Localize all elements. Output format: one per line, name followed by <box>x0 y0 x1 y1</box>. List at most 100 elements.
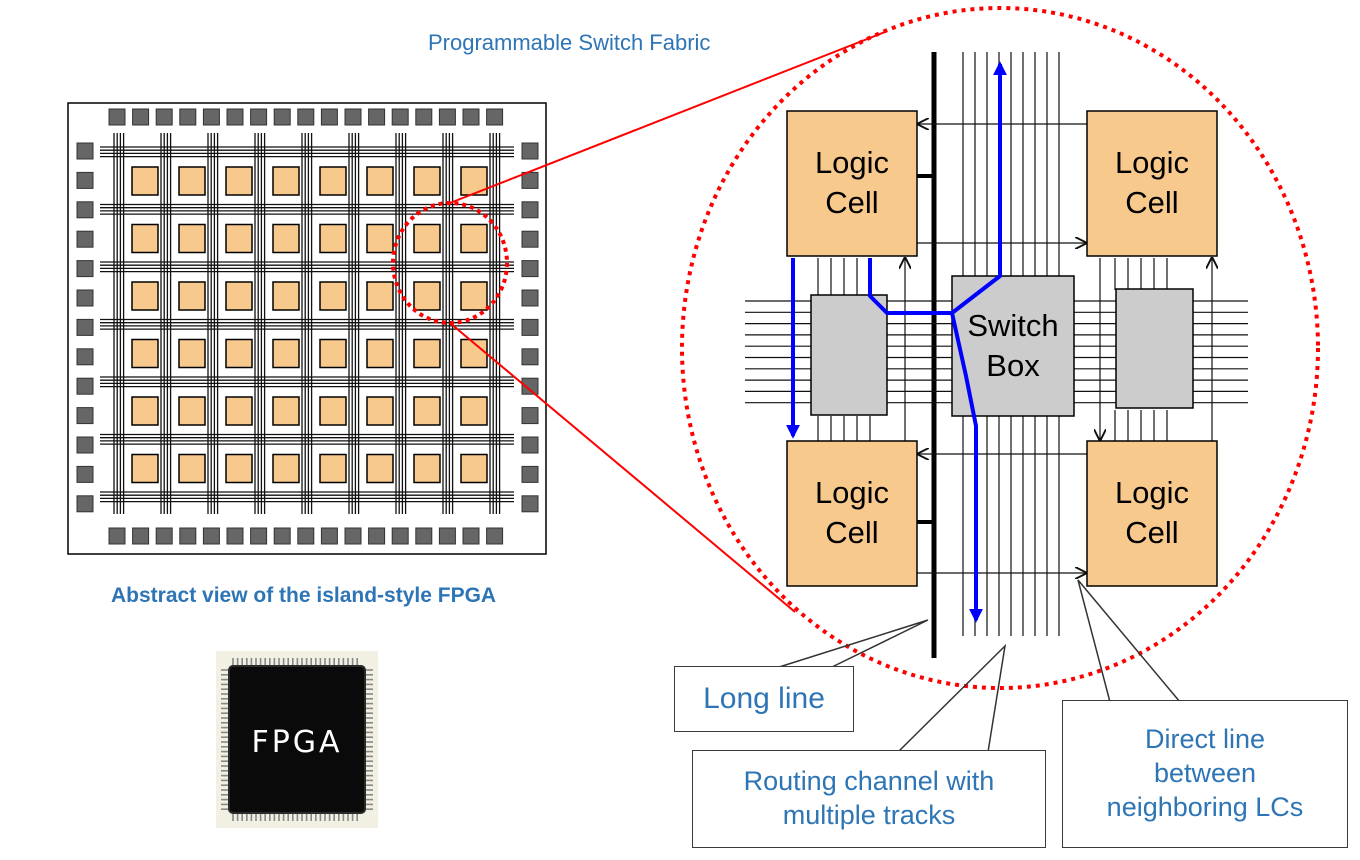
io-pad-right <box>521 407 539 425</box>
logic-cell <box>460 223 488 254</box>
io-pad-bottom <box>179 527 197 545</box>
io-pad-bottom <box>415 527 433 545</box>
switch-box-label: Box <box>986 348 1040 383</box>
logic-cell-label: Logic <box>1115 145 1189 180</box>
logic-cell <box>460 453 488 484</box>
io-pad-right <box>521 348 539 366</box>
io-pad-top <box>273 108 291 126</box>
io-pad-top <box>462 108 480 126</box>
io-pad-left <box>76 230 94 248</box>
logic-cell <box>319 396 347 426</box>
io-pad-bottom <box>297 527 315 545</box>
logic-cell <box>272 453 300 484</box>
io-pad-left <box>76 260 94 278</box>
logic-cell <box>178 166 206 196</box>
logic-cell <box>178 281 206 311</box>
io-pad-bottom <box>368 527 386 545</box>
logic-cell <box>413 223 441 254</box>
callout-long-line: Long line <box>674 666 854 732</box>
switch-fabric-detail: LogicCellLogicCellLogicCellLogicCellSwit… <box>680 6 1320 690</box>
logic-cell <box>319 453 347 484</box>
io-pad-left <box>76 318 94 336</box>
logic-cell <box>413 396 441 426</box>
logic-cell <box>272 338 300 369</box>
logic-cell <box>319 223 347 254</box>
io-pad-top <box>320 108 338 126</box>
callout-routing-channel: Routing channel with multiple tracks <box>692 750 1046 848</box>
io-pad-top <box>226 108 244 126</box>
connection-box-right <box>1115 288 1194 409</box>
horizontal-routing-channels <box>100 146 514 503</box>
logic-cell-box <box>786 110 918 257</box>
io-pad-bottom <box>250 527 268 545</box>
io-pad-top <box>391 108 409 126</box>
logic-cell <box>131 396 159 426</box>
callout-direct-line: Direct line between neighboring LCs <box>1062 700 1348 848</box>
logic-cell <box>131 166 159 196</box>
io-pad-left <box>76 465 94 483</box>
io-pad-left <box>76 348 94 366</box>
logic-cell-box <box>1086 110 1218 257</box>
io-pad-top <box>155 108 173 126</box>
logic-cell <box>319 338 347 369</box>
logic-cell-label: Cell <box>825 185 878 220</box>
io-pad-top <box>132 108 150 126</box>
io-pad-bottom <box>155 527 173 545</box>
callout-pointers <box>775 579 1181 753</box>
logic-cell <box>413 453 441 484</box>
callout-pointer <box>897 643 1007 753</box>
logic-cell <box>366 453 394 484</box>
zoom-line-bottom <box>449 322 796 613</box>
logic-cell <box>131 338 159 369</box>
io-pad-left <box>76 171 94 189</box>
logic-cell <box>178 338 206 369</box>
io-pad-top <box>202 108 220 126</box>
io-pad-top <box>486 108 504 126</box>
logic-cell-label: Cell <box>825 515 878 550</box>
logic-cell <box>178 223 206 254</box>
connection-stubs <box>817 258 1168 442</box>
io-pad-top <box>108 108 126 126</box>
io-pad-left <box>76 201 94 219</box>
switch-box-label: Switch <box>967 308 1058 343</box>
logic-cell-label: Logic <box>815 145 889 180</box>
chip-body <box>228 665 366 814</box>
logic-cell <box>366 396 394 426</box>
logic-cell-label: Cell <box>1125 185 1178 220</box>
detail-zoom-circle <box>680 6 1320 690</box>
io-pad-left <box>76 142 94 160</box>
logic-cell-box <box>786 440 918 587</box>
fpga-chip-image: FPGA <box>216 651 378 828</box>
callout-routing-channel-text: Routing channel with multiple tracks <box>743 766 995 830</box>
zoom-connector-lines <box>449 31 886 613</box>
logic-cell <box>272 396 300 426</box>
io-pads <box>76 108 539 545</box>
io-pad-bottom <box>273 527 291 545</box>
io-pad-bottom <box>132 527 150 545</box>
logic-cell <box>225 281 253 311</box>
logic-cell <box>366 166 394 196</box>
io-pad-right <box>521 289 539 307</box>
logic-cell <box>131 281 159 311</box>
io-pad-top <box>297 108 315 126</box>
callout-direct-line-text: Direct line between neighboring LCs <box>1106 724 1304 822</box>
callout-long-line-text: Long line <box>703 682 825 716</box>
io-pad-top <box>368 108 386 126</box>
io-pad-bottom <box>344 527 362 545</box>
logic-cell <box>225 223 253 254</box>
io-pad-top <box>179 108 197 126</box>
io-pad-right <box>521 495 539 513</box>
io-pad-right <box>521 260 539 278</box>
fpga-caption: Abstract view of the island-style FPGA <box>111 584 497 607</box>
io-pad-right <box>521 201 539 219</box>
zoom-line-top <box>449 31 886 204</box>
logic-cell <box>413 166 441 196</box>
io-pad-bottom <box>486 527 504 545</box>
logic-cell <box>131 453 159 484</box>
logic-cell <box>272 166 300 196</box>
logic-cell <box>131 223 159 254</box>
